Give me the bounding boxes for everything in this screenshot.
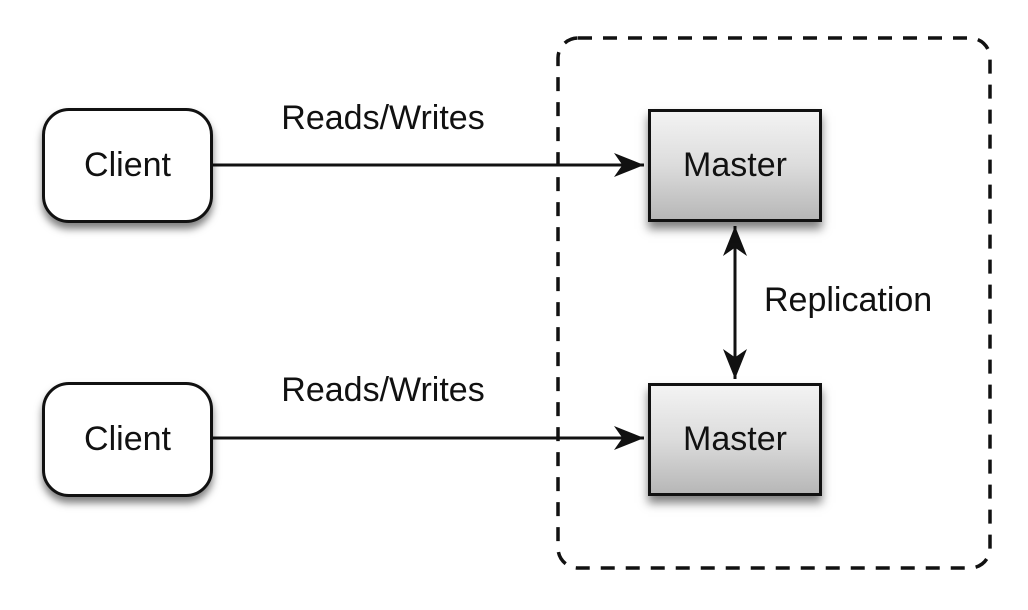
client-node-bottom-label: Client bbox=[84, 420, 171, 458]
master-node-bottom: Master bbox=[648, 383, 822, 496]
master-node-top-label: Master bbox=[683, 146, 787, 184]
replication-label: Replication bbox=[764, 281, 933, 319]
client-node-top-label: Client bbox=[84, 146, 171, 184]
client-node-top: Client bbox=[42, 108, 213, 223]
replication-group-boundary bbox=[556, 36, 992, 570]
reads-writes-label-bottom: Reads/Writes bbox=[281, 371, 485, 409]
reads-writes-label-top: Reads/Writes bbox=[281, 99, 485, 137]
client-node-bottom: Client bbox=[42, 382, 213, 497]
master-node-top: Master bbox=[648, 109, 822, 222]
master-node-bottom-label: Master bbox=[683, 420, 787, 458]
